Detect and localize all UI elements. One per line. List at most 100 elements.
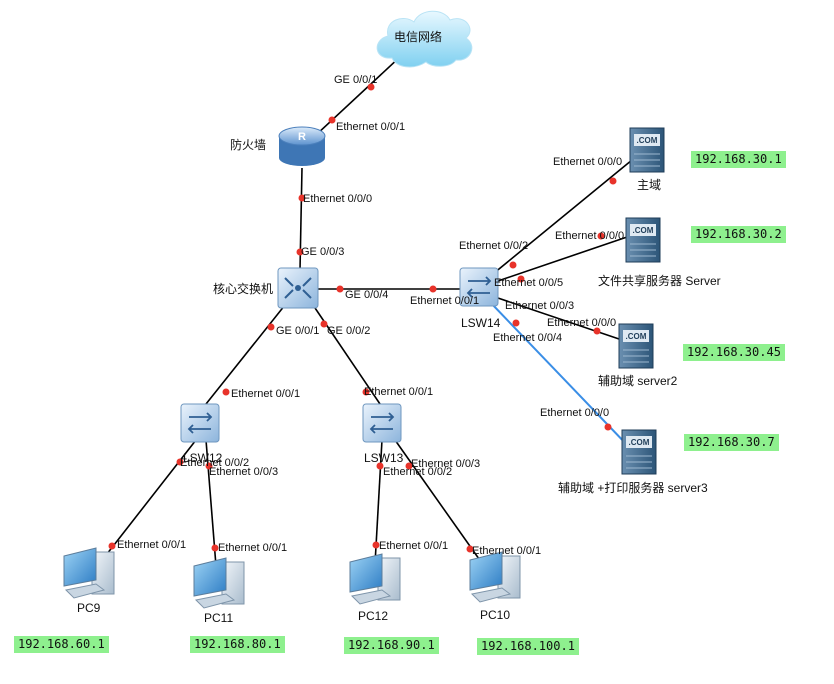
link-lsw14-srv2 bbox=[491, 295, 623, 341]
port-dot bbox=[517, 275, 525, 283]
pc-icon bbox=[193, 557, 245, 609]
port-dot bbox=[509, 261, 517, 269]
com-text: .COM bbox=[626, 332, 647, 341]
pc10-label: PC10 bbox=[480, 608, 511, 622]
ip-label-server-file: 192.168.30.2 bbox=[691, 226, 786, 243]
core-switch-label: 核心交换机 bbox=[213, 282, 274, 296]
port-dot bbox=[466, 545, 474, 553]
ip-label-server2: 192.168.30.45 bbox=[683, 344, 785, 361]
port-label: Ethernet 0/0/1 bbox=[379, 540, 449, 552]
switch-icon bbox=[459, 267, 499, 307]
lsw12-label: LSW12 bbox=[183, 451, 223, 465]
port-dot bbox=[222, 388, 230, 396]
ip-label-server-main: 192.168.30.1 bbox=[691, 151, 786, 168]
port-label: Ethernet 0/0/0 bbox=[555, 230, 625, 242]
ip-label-server3: 192.168.30.7 bbox=[684, 434, 779, 451]
pc9-label: PC9 bbox=[77, 601, 101, 615]
switch-icon bbox=[362, 403, 402, 443]
pc-icon bbox=[469, 551, 521, 603]
firewall-label: 防火墙 bbox=[230, 138, 267, 152]
link-lsw14-srvfile bbox=[491, 235, 631, 284]
port-label: Ethernet 0/0/0 bbox=[547, 317, 617, 329]
port-dot bbox=[593, 327, 601, 335]
lsw14-label: LSW14 bbox=[461, 316, 501, 330]
port-dot bbox=[298, 194, 306, 202]
port-label: Ethernet 0/0/1 bbox=[117, 539, 187, 551]
port-dot bbox=[336, 285, 344, 293]
server-icon: .COM bbox=[625, 217, 661, 263]
port-dot bbox=[604, 423, 612, 431]
port-dots bbox=[108, 83, 617, 553]
ip-label-pc12: 192.168.90.1 bbox=[344, 637, 439, 654]
port-label: Ethernet 0/0/1 bbox=[231, 388, 301, 400]
port-label: GE 0/0/1 bbox=[334, 74, 378, 86]
port-label: Ethernet 0/0/0 bbox=[303, 193, 373, 205]
port-label: Ethernet 0/0/1 bbox=[472, 545, 542, 557]
port-dot bbox=[512, 319, 520, 327]
pc11-label: PC11 bbox=[204, 611, 234, 625]
port-label: Ethernet 0/0/2 bbox=[180, 457, 250, 469]
port-label: Ethernet 0/0/0 bbox=[540, 407, 610, 419]
port-dot bbox=[296, 248, 304, 256]
pc-icon bbox=[63, 547, 115, 599]
server-main-label: 主域 bbox=[637, 178, 662, 192]
port-label: Ethernet 0/0/3 bbox=[411, 458, 481, 470]
ip-label-pc11: 192.168.80.1 bbox=[190, 636, 285, 653]
link-lsw14-srv3 bbox=[489, 301, 631, 449]
port-dot bbox=[372, 541, 380, 549]
cloud-label: 电信网络 bbox=[394, 30, 443, 44]
port-dot bbox=[429, 285, 437, 293]
server-icon: .COM bbox=[618, 323, 654, 369]
port-dot bbox=[609, 177, 617, 185]
port-label: GE 0/0/2 bbox=[327, 325, 371, 337]
port-label: Ethernet 0/0/2 bbox=[459, 240, 529, 252]
server-icon: .COM bbox=[621, 429, 657, 475]
pc12-label: PC12 bbox=[358, 609, 389, 623]
port-dot bbox=[205, 462, 213, 470]
port-dot bbox=[376, 462, 384, 470]
com-text: .COM bbox=[629, 438, 650, 447]
server2-label: 辅助域 server2 bbox=[598, 374, 678, 388]
server3-label: 辅助域 +打印服务器 server3 bbox=[558, 481, 708, 495]
svg-text:R: R bbox=[298, 131, 306, 143]
port-label: GE 0/0/4 bbox=[345, 289, 389, 301]
port-dot bbox=[320, 320, 328, 328]
link-lsw13-pc10 bbox=[394, 439, 485, 567]
server-file-label: 文件共享服务器 Server bbox=[598, 274, 721, 288]
port-label: GE 0/0/3 bbox=[301, 246, 345, 258]
port-label: Ethernet 0/0/0 bbox=[553, 156, 623, 168]
router-icon: R bbox=[278, 126, 326, 166]
port-label: Ethernet 0/0/3 bbox=[505, 300, 575, 312]
port-dot bbox=[108, 542, 116, 550]
link-core-lsw12 bbox=[205, 304, 286, 405]
port-label: Ethernet 0/0/3 bbox=[209, 466, 279, 478]
port-dot bbox=[597, 232, 605, 240]
port-label: Ethernet 0/0/4 bbox=[493, 332, 563, 344]
port-label: Ethernet 0/0/1 bbox=[218, 542, 288, 554]
port-dot bbox=[405, 462, 413, 470]
ip-label-pc9: 192.168.60.1 bbox=[14, 636, 109, 653]
port-dot bbox=[367, 83, 375, 91]
port-label: Ethernet 0/0/1 bbox=[410, 295, 480, 307]
port-dot bbox=[328, 116, 336, 124]
ip-label-pc10: 192.168.100.1 bbox=[477, 638, 579, 655]
port-dot bbox=[267, 323, 275, 331]
port-label: Ethernet 0/0/1 bbox=[336, 121, 406, 133]
port-label: GE 0/0/1 bbox=[276, 325, 320, 337]
com-text: .COM bbox=[637, 136, 658, 145]
server-icon: .COM bbox=[629, 127, 665, 173]
cloud-icon bbox=[376, 10, 473, 68]
port-dot bbox=[362, 388, 370, 396]
pc-icon bbox=[349, 553, 401, 605]
com-text: .COM bbox=[633, 226, 654, 235]
port-dot bbox=[176, 458, 184, 466]
port-dot bbox=[211, 544, 219, 552]
port-label: Ethernet 0/0/1 bbox=[364, 386, 434, 398]
core-switch-icon bbox=[277, 267, 319, 309]
link-lsw14-srvmain bbox=[487, 159, 633, 279]
port-label: Ethernet 0/0/2 bbox=[383, 466, 453, 478]
lsw13-label: LSW13 bbox=[364, 451, 404, 465]
switch-icon bbox=[180, 403, 220, 443]
port-label: Ethernet 0/0/5 bbox=[494, 277, 564, 289]
